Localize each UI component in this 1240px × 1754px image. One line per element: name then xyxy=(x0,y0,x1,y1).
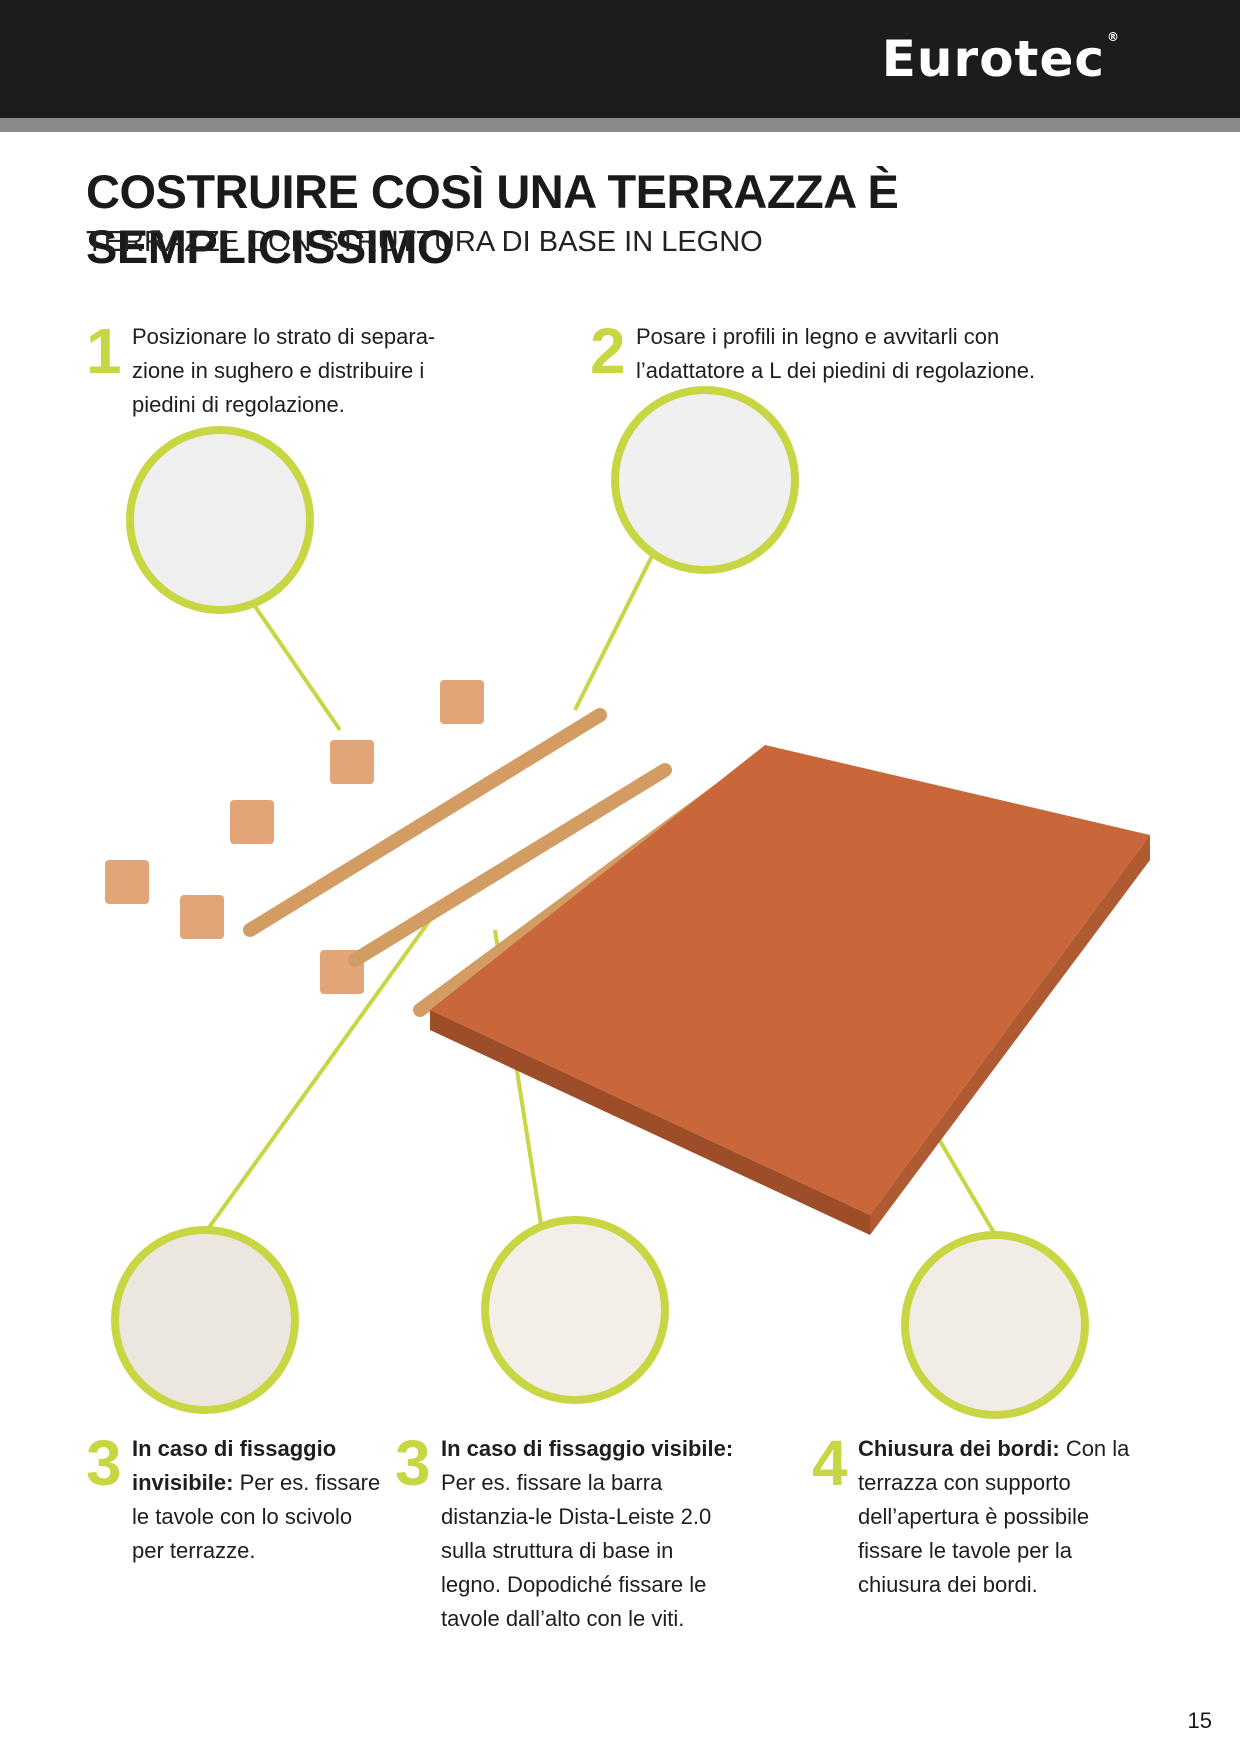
header-bar: Eurotec® xyxy=(0,0,1240,132)
step-number: 3 xyxy=(395,1427,431,1499)
step-3-visible: 3 In caso di fissaggio visibile: Per es.… xyxy=(395,1427,735,1636)
step-text: Posare i profili in legno e avvitarli co… xyxy=(636,324,1036,383)
callout-circles xyxy=(111,386,1089,1419)
support-pads xyxy=(105,680,484,994)
callout-line xyxy=(198,918,432,1242)
step-number: 1 xyxy=(86,315,122,387)
step-2: 2 Posare i profili in legno e avvitarli … xyxy=(590,315,1060,388)
page-title: COSTRUIRE COSÌ UNA TERRAZZA È SEMPLICISS… xyxy=(86,165,899,273)
step-3-invisible: 3 In caso di fissaggio invisibile: Per e… xyxy=(86,1427,386,1568)
step-number: 2 xyxy=(590,315,626,387)
step-4: 4 Chiusura dei bordi: Con la terrazza co… xyxy=(812,1427,1152,1602)
step-heading: In caso di fissaggio visibile: xyxy=(441,1436,734,1461)
step-number: 4 xyxy=(812,1427,848,1499)
step-heading: Chiusura dei bordi: xyxy=(858,1436,1060,1461)
page-number: 15 xyxy=(1187,1708,1212,1733)
page-subtitle: TERRAZZE CON STRUTTURA DI BASE IN LEGNO xyxy=(86,226,763,258)
step-text: Per es. fissare la barra distanzia-le Di… xyxy=(441,1470,712,1631)
deck-surface xyxy=(430,745,1150,1235)
step-heading: In caso di fissaggio invisibile: xyxy=(132,1436,337,1495)
step-text: Con la terrazza con supporto dell’apertu… xyxy=(858,1436,1130,1597)
step-text: Per es. fissare le tavole con lo scivolo… xyxy=(132,1470,381,1563)
callout-line xyxy=(573,539,662,711)
step-number: 3 xyxy=(86,1427,122,1499)
brand-logo: Eurotec® xyxy=(881,30,1120,88)
step-1: 1 Posizionare lo strato di separa-zione … xyxy=(86,315,466,422)
step-text: Posizionare lo strato di separa-zione in… xyxy=(132,324,436,417)
